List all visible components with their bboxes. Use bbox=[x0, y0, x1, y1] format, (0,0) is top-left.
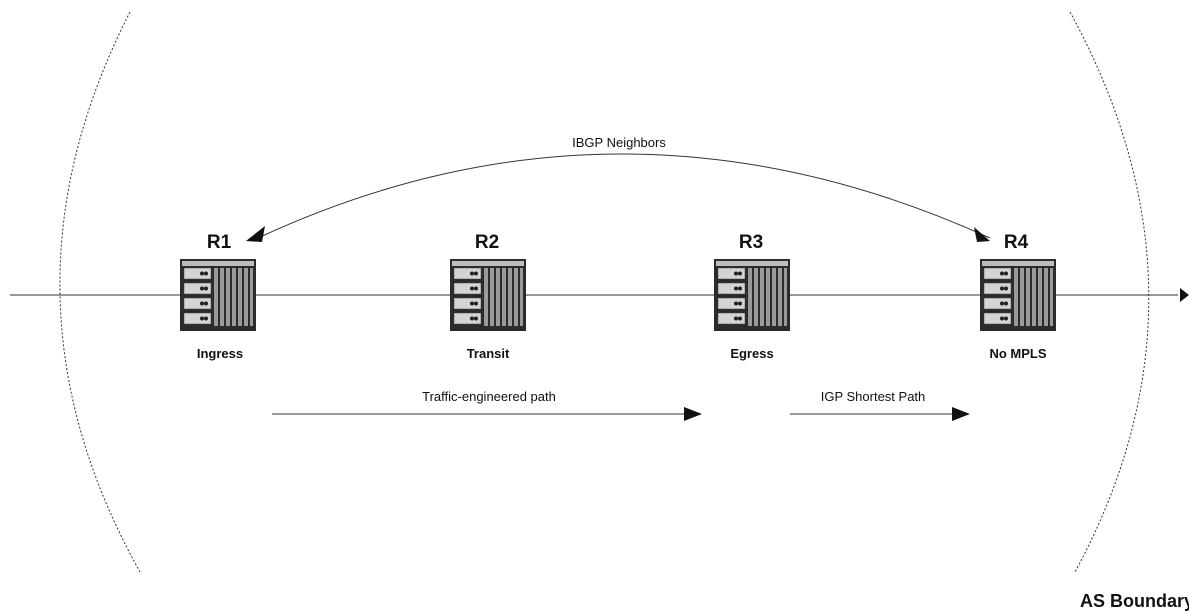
igp-path-label: IGP Shortest Path bbox=[820, 389, 926, 404]
te-path-label: Traffic-engineered path bbox=[422, 389, 556, 404]
as-boundary-label: AS Boundary bbox=[1080, 591, 1189, 611]
ibgp-neighbor-curve bbox=[257, 153, 991, 239]
as-boundary-left-arc bbox=[59, 11, 141, 573]
router-r4-icon bbox=[979, 258, 1057, 332]
ibgp-arrowhead-right bbox=[974, 227, 990, 242]
igp-path-arrowhead bbox=[952, 407, 970, 421]
link-arrowhead bbox=[1180, 288, 1189, 302]
router-r1-name: R1 bbox=[206, 232, 232, 253]
router-r4-name: R4 bbox=[1003, 232, 1029, 253]
te-path-arrowhead bbox=[684, 407, 702, 421]
router-r2-name: R2 bbox=[474, 232, 500, 253]
router-r3-icon bbox=[713, 258, 791, 332]
router-r2-icon bbox=[449, 258, 527, 332]
router-r1-role: Ingress bbox=[196, 346, 244, 361]
router-r1-icon bbox=[179, 258, 257, 332]
router-r3-name: R3 bbox=[738, 232, 764, 253]
as-boundary-right-arc bbox=[1069, 11, 1150, 573]
ibgp-neighbors-label: IBGP Neighbors bbox=[572, 135, 666, 150]
router-r2-role: Transit bbox=[466, 346, 510, 361]
router-r3-role: Egress bbox=[730, 346, 774, 361]
ibgp-arrowhead-left bbox=[246, 226, 265, 242]
router-r4-role: No MPLS bbox=[989, 346, 1047, 361]
